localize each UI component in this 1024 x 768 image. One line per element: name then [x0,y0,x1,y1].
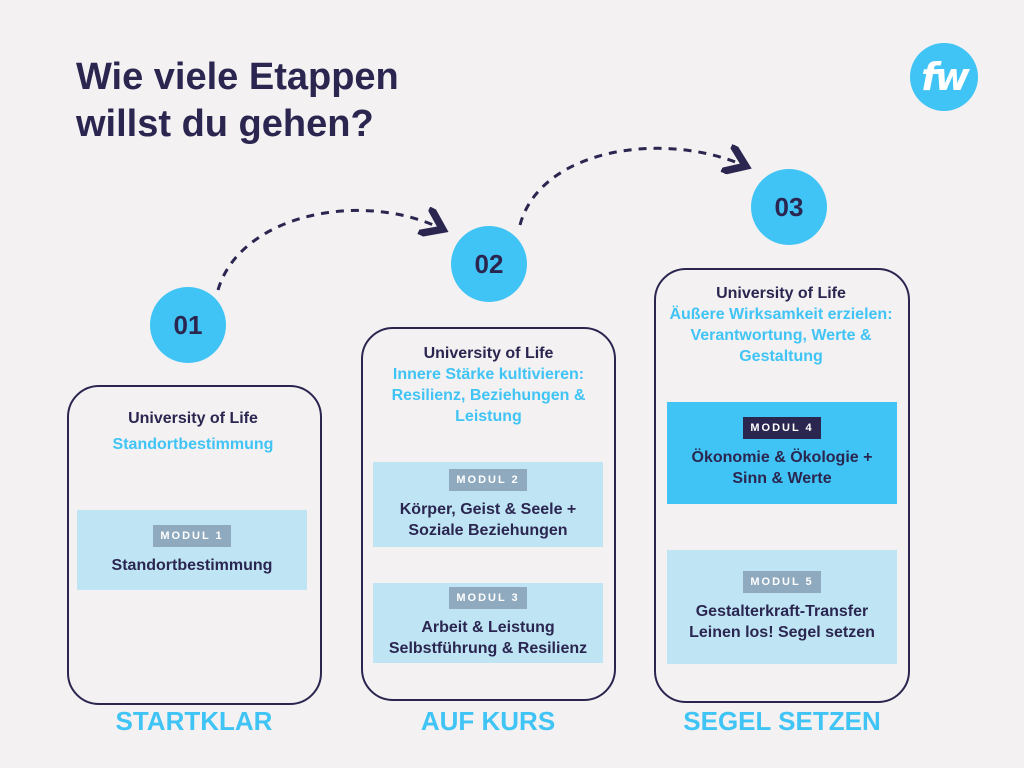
module-text: Soziale Beziehungen [408,521,568,539]
stage-card-2 [361,327,616,701]
module-text: Sinn & Werte [732,470,832,487]
stage-card-3 [654,268,910,703]
stage-subtitle: Standortbestimmung [112,436,274,453]
stage-label-3: SEGEL SETZEN [683,706,881,736]
stage-label-2: AUF KURS [420,706,556,736]
module-text: Arbeit & Leistung [421,619,555,636]
module-1: MODUL 1 Standortbestimmung [77,510,307,590]
module-badge: MODUL 5 [743,571,821,593]
module-text: Leinen los! Segel setzen [689,624,875,641]
module-badge: MODUL 3 [449,587,527,609]
module-4: MODUL 4 Ökonomie & Ökologie + Sinn & Werte [667,402,897,504]
stage-heading: University of Life [716,285,846,302]
stage-card-1 [67,385,322,705]
arrow-2-to-3 [518,148,743,226]
module-badge: MODUL 1 [153,524,231,547]
module-badge: MODUL 4 [743,417,821,439]
title-line-2: willst du gehen? [76,103,374,145]
stage-label-1: STARTKLAR [115,706,273,736]
stage-number-3: 03 [751,169,827,245]
stage-number-1: 01 [150,287,226,363]
module-2: MODUL 2 Körper, Geist & Seele + Soziale Be… [373,462,603,547]
module-text: Körper, Geist & Seele + [399,500,577,518]
module-badge: MODUL 2 [449,468,527,491]
title-line-1: Wie viele Etappen [76,56,399,98]
stage-number-2: 02 [451,226,527,302]
stage-heading: University of Life [128,410,258,427]
stage-subtitle: Innere Stärke kultivieren: Resilienz, Be… [391,366,586,425]
module-text: Ökonomie & Ökologie + [691,449,873,466]
page-title: Wie viele Etappen willst du gehen? [76,54,576,148]
arrow-1-to-2 [216,210,440,291]
module-text: Gestalterkraft-Transfer [695,603,869,620]
fw-logo: fw [910,43,978,111]
stage-heading: University of Life [423,345,554,362]
stage-subtitle: Äußere Wirksamkeit erzielen: Verantwortu… [669,306,893,365]
module-text: Selbstführung & Resilienz [388,640,588,657]
module-text: Standortbestimmung [111,556,273,574]
